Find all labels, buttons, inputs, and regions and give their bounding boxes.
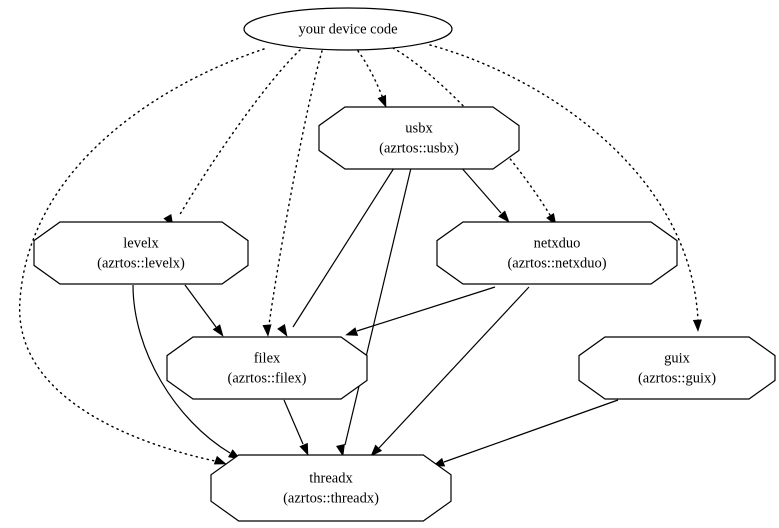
node-label-primary: levelx xyxy=(123,235,159,251)
arrowhead-icon xyxy=(692,319,702,332)
edge-filex-to-threadx xyxy=(283,399,309,456)
edge-guix-to-threadx xyxy=(432,399,619,467)
edge-your_device_code-to-usbx xyxy=(357,50,387,108)
arrowhead-icon xyxy=(262,324,272,337)
edge-levelx-to-filex xyxy=(184,284,224,337)
node-label-secondary: (azrtos::guix) xyxy=(638,370,716,386)
node-label-primary: netxduo xyxy=(534,235,581,251)
node-levelx[interactable]: levelx(azrtos::levelx) xyxy=(33,221,249,285)
node-shape-octagon[interactable] xyxy=(33,221,249,285)
arrowhead-icon xyxy=(213,455,227,465)
edge-your_device_code-to-threadx xyxy=(19,48,265,465)
arrowhead-icon xyxy=(277,324,288,337)
edge-line xyxy=(344,167,412,446)
node-filex[interactable]: filex(azrtos::filex) xyxy=(166,336,368,400)
edge-line xyxy=(178,49,301,217)
edge-line xyxy=(429,44,699,321)
node-label-primary: threadx xyxy=(309,470,353,486)
edge-line xyxy=(292,167,395,328)
edges-layer xyxy=(19,44,702,467)
edge-line xyxy=(268,50,323,326)
arrowhead-icon xyxy=(212,324,224,337)
node-label-secondary: (azrtos::filex) xyxy=(228,370,307,386)
node-usbx[interactable]: usbx(azrtos::usbx) xyxy=(318,106,520,170)
edge-line xyxy=(19,48,265,462)
edge-line xyxy=(132,284,231,454)
edge-line xyxy=(378,286,530,449)
node-threadx[interactable]: threadx(azrtos::threadx) xyxy=(210,454,452,522)
edge-line xyxy=(357,50,383,97)
edge-your_device_code-to-levelx xyxy=(163,49,301,227)
edge-netxduo-to-threadx xyxy=(370,286,530,457)
edge-netxduo-to-filex xyxy=(345,286,496,336)
node-label-secondary: (azrtos::usbx) xyxy=(379,140,459,156)
arrowhead-icon xyxy=(336,443,345,457)
edge-usbx-to-threadx xyxy=(336,167,412,457)
node-shape-octagon[interactable] xyxy=(210,454,452,522)
arrowhead-icon xyxy=(498,210,510,223)
node-label-primary: usbx xyxy=(405,120,433,136)
node-label-primary: guix xyxy=(664,350,691,366)
node-label-secondary: (azrtos::netxduo) xyxy=(507,255,606,271)
edge-line xyxy=(459,165,502,214)
node-label-secondary: (azrtos::threadx) xyxy=(283,490,379,506)
node-shape-octagon[interactable] xyxy=(436,221,678,285)
node-label-primary: filex xyxy=(254,350,281,366)
arrowhead-icon xyxy=(370,444,383,457)
edge-line xyxy=(283,399,304,445)
edge-usbx-to-netxduo xyxy=(459,165,510,223)
node-shape-octagon[interactable] xyxy=(166,336,368,400)
node-your_device_code[interactable]: your device code xyxy=(243,7,453,51)
edge-your_device_code-to-guix xyxy=(429,44,702,332)
arrowhead-icon xyxy=(299,442,309,456)
node-shape-octagon[interactable] xyxy=(578,336,776,400)
arrowhead-icon xyxy=(345,327,359,336)
edge-line xyxy=(443,399,619,463)
edge-line xyxy=(356,286,496,332)
node-label-primary: your device code xyxy=(298,21,397,37)
edge-usbx-to-filex xyxy=(277,167,395,337)
node-shape-octagon[interactable] xyxy=(318,106,520,170)
nodes-layer: your device codeusbx(azrtos::usbx)levelx… xyxy=(33,7,776,522)
node-netxduo[interactable]: netxduo(azrtos::netxduo) xyxy=(436,221,678,285)
edge-your_device_code-to-filex xyxy=(262,50,323,337)
edge-line xyxy=(184,284,217,328)
node-guix[interactable]: guix(azrtos::guix) xyxy=(578,336,776,400)
node-label-secondary: (azrtos::levelx) xyxy=(97,255,185,271)
node-shape-ellipse[interactable] xyxy=(243,7,453,51)
arrowhead-icon xyxy=(377,94,387,108)
